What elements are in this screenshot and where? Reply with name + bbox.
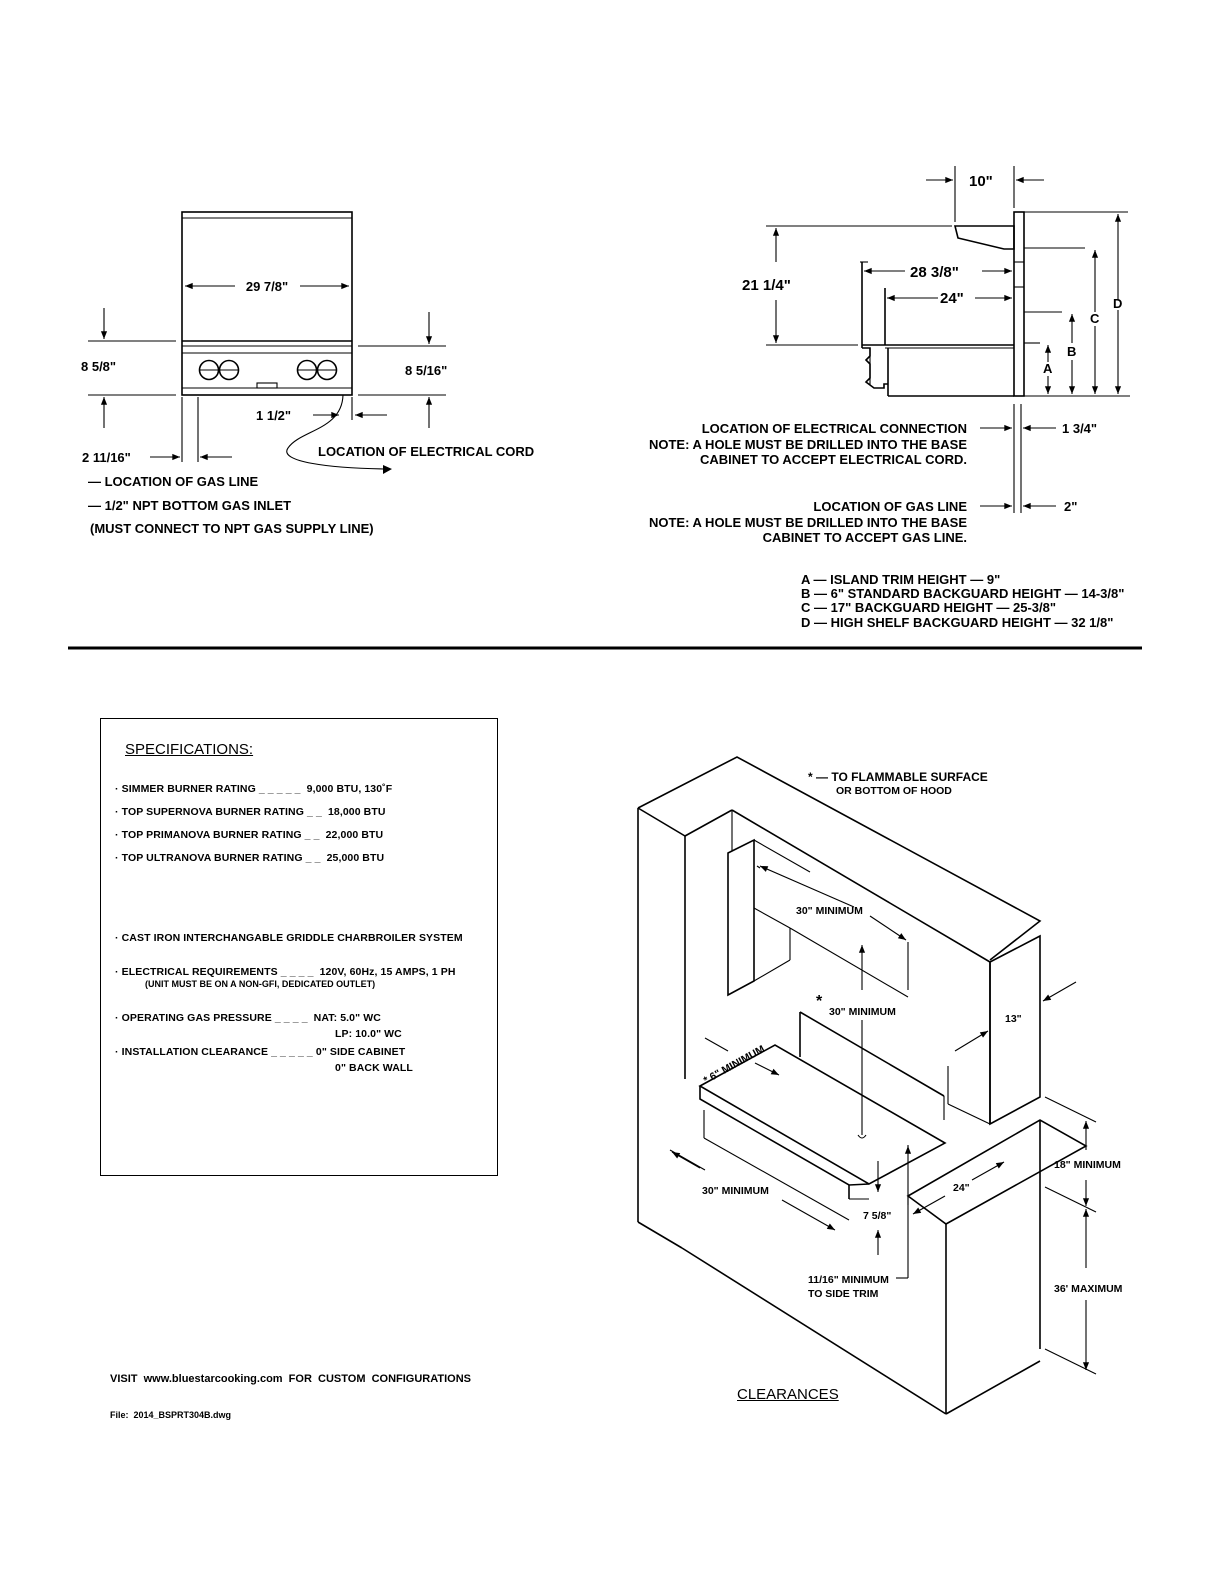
depth-13-dim: 13" [1005, 1013, 1022, 1025]
label-b: B [1067, 344, 1076, 359]
spec-clearance: · INSTALLATION CLEARANCE _ _ _ _ _ 0" SI… [115, 1046, 406, 1058]
visit-link[interactable]: VISIT www.bluestarcooking.com FOR CUSTOM… [110, 1373, 471, 1385]
spec-simmer: · SIMMER BURNER RATING _ _ _ _ _ 9,000 B… [115, 783, 393, 795]
spec-gas-pressure: · OPERATING GAS PRESSURE _ _ _ _ NAT: 5.… [115, 1012, 381, 1024]
label-c: C [1090, 311, 1100, 326]
side-back-dim: * 6" MINIMUM [702, 1043, 767, 1087]
gas-note-2: — 1/2" NPT BOTTOM GAS INLET [88, 498, 291, 513]
above-cooktop-dim: 30" MINIMUM [829, 1006, 896, 1018]
lower-dim: 36' MAXIMUM [1054, 1283, 1123, 1295]
gas-note-1: — LOCATION OF GAS LINE [88, 474, 259, 489]
clearances-title: CLEARANCES [737, 1386, 839, 1403]
gas-loc-label: LOCATION OF GAS LINE [813, 499, 967, 514]
depth-2-dim: 24" [940, 290, 964, 307]
elec-dim: 1 3/4" [1062, 421, 1097, 436]
star-mark: * [816, 993, 823, 1010]
specifications-box: SPECIFICATIONS: · SIMMER BURNER RATING _… [100, 718, 498, 1176]
side-trim-2: TO SIDE TRIM [808, 1288, 879, 1300]
front-view: 29 7/8" 8 5/8" 8 5/16" 2 11/16" 1 1/2" L… [81, 211, 534, 536]
side-view: D C B A 10" 21 1/4" 28 3/8" 24" [649, 166, 1130, 630]
flammable-note-1: * — TO FLAMMABLE SURFACE [808, 770, 988, 784]
width-dim: 29 7/8" [246, 279, 288, 294]
overall-height-dim: 21 1/4" [742, 277, 791, 294]
flammable-note-2: OR BOTTOM OF HOOD [836, 785, 952, 797]
knob-icon [198, 359, 338, 381]
right-height-dim: 8 5/16" [405, 363, 447, 378]
gas-note-2: CABINET TO ACCEPT GAS LINE. [763, 530, 967, 545]
elec-note-2: CABINET TO ACCEPT ELECTRICAL CORD. [700, 452, 967, 467]
gas-dim: 2" [1064, 499, 1077, 514]
trim-dim: 7 5/8" [863, 1210, 891, 1222]
hood-width-dim: 30" MINIMUM [796, 905, 863, 917]
shelf-depth-dim: 10" [969, 173, 993, 190]
file-name: File: 2014_BSPRT304B.dwg [110, 1410, 232, 1420]
elec-note-1: NOTE: A HOLE MUST BE DRILLED INTO THE BA… [649, 437, 967, 452]
counter-width-dim: 30" MINIMUM [702, 1185, 769, 1197]
backguard [1013, 211, 1025, 397]
legend-d: D — HIGH SHELF BACKGUARD HEIGHT — 32 1/8… [801, 615, 1113, 630]
legend-b: B — 6" STANDARD BACKGUARD HEIGHT — 14-3/… [801, 586, 1124, 601]
spec-primanova: · TOP PRIMANOVA BURNER RATING _ _ 22,000… [115, 829, 384, 841]
high-shelf [953, 225, 1015, 250]
gas-note-3: (MUST CONNECT TO NPT GAS SUPPLY LINE) [90, 521, 374, 536]
gas-offset-dim: 2 11/16" [82, 450, 131, 465]
cooktop [698, 1044, 947, 1185]
legend-c: C — 17" BACKGUARD HEIGHT — 25-3/8" [801, 600, 1056, 615]
clearance-drawing: 30" MINIMUM * 30" MINIMUM * 6" MINIMUM 1… [637, 756, 1123, 1415]
spec-electrical: · ELECTRICAL REQUIREMENTS _ _ _ _ 120V, … [115, 966, 456, 978]
label-a: A [1043, 361, 1053, 376]
side-trim-1: 11/16" MINIMUM [808, 1274, 889, 1286]
left-height-dim: 8 5/8" [81, 359, 116, 374]
range-body [181, 211, 353, 396]
spec-griddle: · CAST IRON INTERCHANGABLE GRIDDLE CHARB… [115, 932, 463, 944]
spec-back-wall: 0" BACK WALL [335, 1062, 413, 1074]
legend-a: A — ISLAND TRIM HEIGHT — 9" [801, 572, 1000, 587]
spec-supernova: · TOP SUPERNOVA BURNER RATING _ _ 18,000… [115, 806, 386, 818]
cord-label: LOCATION OF ELECTRICAL CORD [318, 444, 534, 459]
gas-note-1: NOTE: A HOLE MUST BE DRILLED INTO THE BA… [649, 515, 967, 530]
depth-1-dim: 28 3/8" [910, 264, 959, 281]
spec-ultranova: · TOP ULTRANOVA BURNER RATING _ _ 25,000… [115, 852, 385, 864]
upper-dim: 18" MINIMUM [1054, 1159, 1121, 1171]
label-d: D [1113, 296, 1122, 311]
spec-title: SPECIFICATIONS: [125, 741, 254, 758]
elec-loc-label: LOCATION OF ELECTRICAL CONNECTION [702, 421, 967, 436]
spec-gas-lp: LP: 10.0" WC [335, 1028, 402, 1040]
electrical-cord [286, 394, 385, 470]
counter-depth-dim: 24" [953, 1182, 970, 1194]
spec-electrical-sub: (UNIT MUST BE ON A NON-GFI, DEDICATED OU… [145, 979, 376, 989]
cord-offset-dim: 1 1/2" [256, 408, 291, 423]
